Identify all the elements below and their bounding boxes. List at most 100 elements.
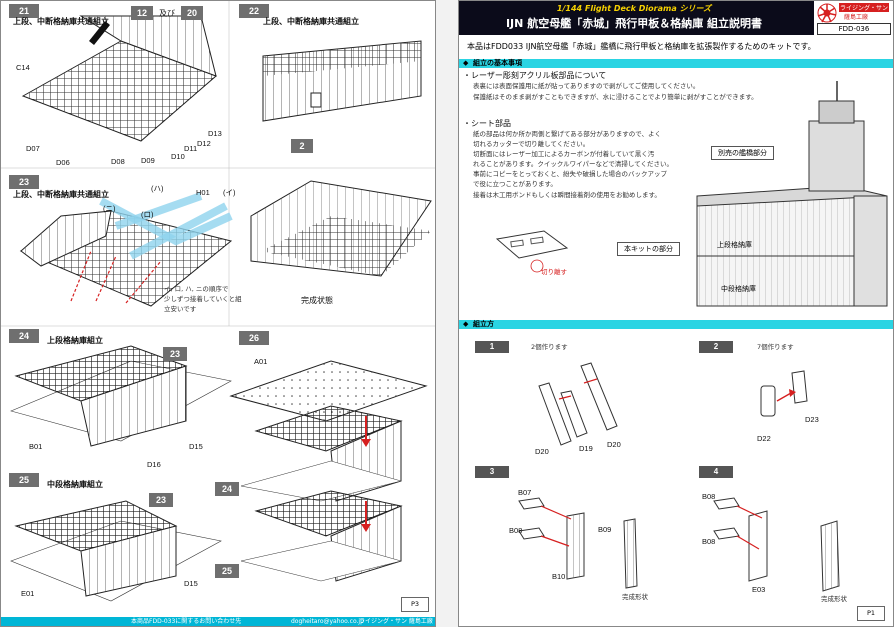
series-title: 1/144 Flight Deck Diorama シリーズ (556, 4, 712, 13)
upper-hangar-label: 上段格納庫 (717, 241, 752, 249)
step-23-title: 上段、中断格納庫共通組立 (13, 190, 109, 199)
middle-hangar-label: 中段格納庫 (721, 285, 756, 293)
assembly-step-1-badge: 1 (475, 341, 509, 353)
marker-label: (ニ) (103, 204, 116, 213)
step-21-ref-conj: 及び (159, 9, 175, 18)
bridge-label: 別売の艦橋部分 (711, 146, 774, 160)
step-23-badge: 23 (9, 175, 39, 189)
step-26-badge: 26 (239, 331, 269, 345)
step-24-title: 上段格納庫組立 (47, 336, 103, 345)
laser-parts-title: ・レーザー彫刻アクリル板部品について (463, 71, 607, 80)
step-23-note-line: 少しずつ接着していくと組 (164, 295, 242, 303)
assembly-step-2-text: 7個作ります (757, 343, 794, 351)
part-label: E03 (752, 585, 766, 594)
page-number: P3 (401, 597, 429, 612)
step22-drawing (262, 40, 422, 122)
step-21-title: 上段、中断格納庫共通組立 (13, 17, 109, 26)
assembly-step-3-done: 完成形状 (622, 593, 648, 601)
laser-parts-line: 表裏には表面保護用に紙が貼ってありますので剥がしてご使用してください。 (473, 82, 700, 90)
diamond-icon: ◆ (463, 59, 469, 67)
left-page-drawings (1, 1, 435, 602)
right-instruction-page: 1/144 Flight Deck Diorama シリーズ IJN 航空母艦「… (458, 0, 894, 627)
step1-drawing (538, 362, 618, 446)
step25-drawing (10, 500, 222, 602)
part-label: D06 (56, 158, 70, 167)
sheet-parts-line: 事前にコピーをとっておくと、紛失や破損した場合のバックアップ (473, 170, 668, 178)
left-instruction-page: 21 上段、中断格納庫共通組立 12 及び 20 C14 D07 D06 D08… (0, 0, 436, 627)
part-label: E01 (21, 589, 35, 598)
part-label: D12 (197, 139, 211, 148)
step-25-title: 中段格納庫組立 (47, 480, 103, 489)
part-label: D19 (579, 444, 593, 453)
section-basics-header: ◆ 組立の基本事項 (459, 59, 893, 68)
sheet-parts-line: 紙の部品は何か所か両側と繋げてある部分がありますので、よく (473, 130, 662, 138)
sheet-parts-title: ・シート部品 (463, 119, 511, 128)
step-22-title: 上段、中断格納庫共通組立 (263, 17, 359, 26)
marker-label: H01 (196, 188, 210, 197)
step-21-ref-b: 20 (181, 6, 203, 20)
footer-brand: ライジング・サン 薩島工廠 (359, 618, 433, 625)
assembly-step-4-badge: 4 (699, 466, 733, 478)
assembly-step-3-badge: 3 (475, 466, 509, 478)
brand-logo: ライジング・サン 薩島工廠 FDD-036 (814, 1, 893, 35)
marker-label: (ロ) (141, 210, 154, 219)
part-label: B08 (702, 537, 716, 546)
logo-line-2: 薩島工廠 (844, 14, 869, 21)
step-23-note-line: 立安いです (164, 305, 197, 313)
step-24-ref: 23 (163, 347, 187, 361)
product-code: FDD-036 (817, 23, 891, 35)
part-label: D11 (184, 144, 198, 153)
part-label: B09 (598, 525, 612, 534)
document-title: IJN 航空母艦「赤城」飛行甲板＆格納庫 組立説明書 (505, 17, 763, 30)
part-label: D08 (111, 157, 125, 166)
step4-drawing (713, 497, 840, 592)
part-label: D15 (189, 442, 203, 451)
part-label: D16 (147, 460, 161, 469)
sheet-part-drawing (495, 230, 569, 273)
step26-drawing (229, 360, 428, 582)
step-26-ref: 24 (215, 482, 239, 496)
left-footer: 本商品FDD-033に関するお問い合わせ先 dogheitaro@yahoo.c… (1, 617, 435, 626)
section-method-title: 組立方 (473, 320, 494, 328)
sheet-parts-line: 切れるカッターで切り離してください。 (473, 140, 590, 148)
part-label: A01 (254, 357, 268, 366)
step2-drawing (760, 370, 808, 417)
part-label: C14 (16, 63, 30, 72)
part-label: B08 (509, 526, 523, 535)
marker-label: (ハ) (151, 184, 164, 193)
part-label: B10 (552, 572, 566, 581)
step-21-badge: 21 (9, 4, 39, 18)
section-method-header: ◆ 組立方 (459, 320, 893, 329)
step-26-ref: 25 (215, 564, 239, 578)
step-21-ref-a: 12 (131, 6, 153, 20)
kit-label: 本キットの部分 (617, 242, 680, 256)
ship-diagram (696, 81, 888, 307)
part-label: B01 (29, 442, 43, 451)
part-label: D20 (607, 440, 621, 449)
part-label: D10 (171, 152, 185, 161)
laser-parts-line: 保護紙はそのまま剥がすこともできますが、水に浸けることでより簡単に剥がすことがで… (473, 93, 758, 101)
diamond-icon: ◆ (463, 320, 469, 328)
part-label: D07 (26, 144, 40, 153)
assembly-step-1-text: 2個作ります (531, 343, 568, 351)
part-label: D13 (208, 129, 222, 138)
part-label: B08 (702, 492, 716, 501)
footer-contact: 本商品FDD-033に関するお問い合わせ先 (131, 618, 242, 625)
step-25-ref: 23 (149, 493, 173, 507)
step23-drawing (19, 192, 233, 307)
assembly-step-4-done: 完成形状 (821, 595, 847, 603)
rising-sun-icon (817, 3, 837, 23)
header-banner: 1/144 Flight Deck Diorama シリーズ IJN 航空母艦「… (459, 1, 893, 35)
part-label: B07 (518, 488, 532, 497)
cut-label: 切り離す (541, 268, 567, 276)
footer-email[interactable]: dogheitaro@yahoo.co.jp (291, 618, 364, 625)
part-label: D22 (757, 434, 771, 443)
step-22-ref: 2 (291, 139, 313, 153)
part-label: D23 (805, 415, 819, 424)
part-label: D15 (184, 579, 198, 588)
section-basics-title: 組立の基本事項 (473, 59, 522, 67)
step-23-note-line: イ, ロ, ハ, ニの順序で (164, 285, 229, 293)
step-24-badge: 24 (9, 329, 39, 343)
step-25-badge: 25 (9, 473, 39, 487)
sheet-parts-line: 切断面にはレーザー加工によるカーボンが付着していて黒く汚 (473, 150, 655, 158)
